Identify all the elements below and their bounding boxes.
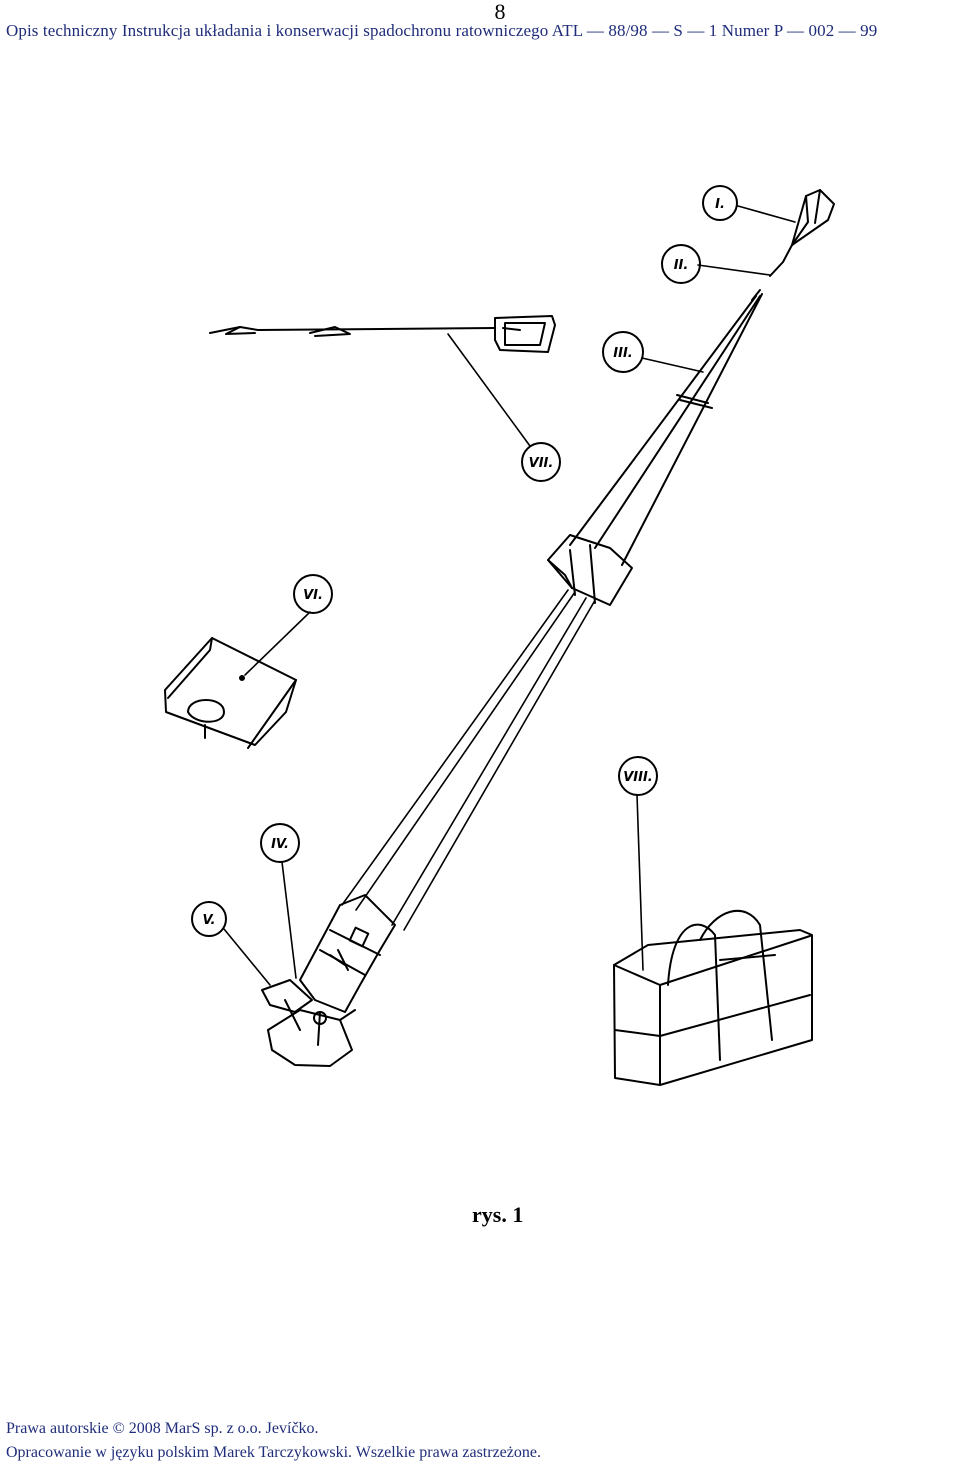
ripcord-drawing	[209, 315, 556, 353]
cover-drawing	[164, 637, 297, 749]
figure-caption: rys. 1	[472, 1202, 524, 1227]
label-iv: IV.	[271, 837, 289, 852]
callout-circles	[191, 185, 738, 937]
footer-copyright: Prawa autorskie © 2008 MarS sp. z o.o. J…	[6, 1420, 319, 1437]
label-viii: VIII.	[623, 770, 653, 785]
leader-lines	[223, 205, 796, 986]
pilot-chute-drawing	[769, 189, 835, 277]
label-iii: III.	[613, 346, 632, 361]
label-i: I.	[715, 197, 725, 212]
label-ii: II.	[674, 258, 689, 273]
harness-container-drawing	[261, 894, 396, 1067]
suspension-lines-drawing	[341, 589, 595, 931]
document-header: Opis techniczny Instrukcja układania i k…	[6, 21, 878, 40]
footer-translation: Opracowanie w języku polskim Marek Tarcz…	[6, 1444, 541, 1461]
deployment-bag-drawing	[547, 289, 763, 606]
label-vi: VI.	[303, 588, 323, 603]
label-v: V.	[203, 913, 216, 928]
carrying-bag-drawing	[613, 909, 813, 1086]
page-number: 8	[494, 0, 506, 24]
label-vii: VII.	[529, 456, 554, 471]
